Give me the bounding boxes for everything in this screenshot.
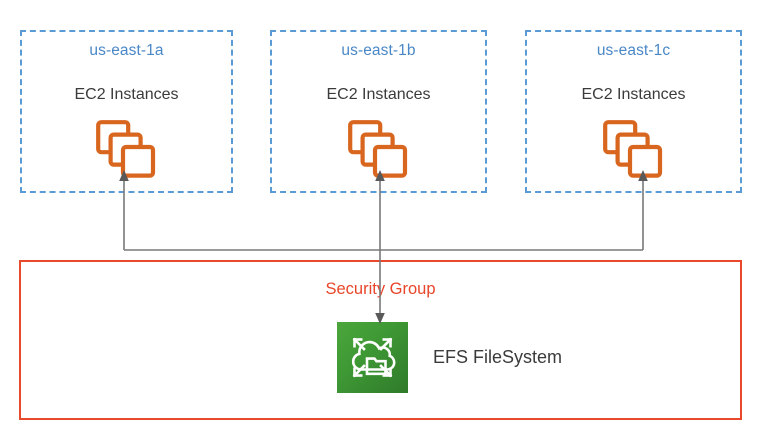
availability-zone-us-east-1a[interactable]: us-east-1a EC2 Instances [20,30,233,193]
availability-zone-us-east-1b[interactable]: us-east-1b EC2 Instances [270,30,487,193]
efs-filesystem-label: EFS FileSystem [433,347,563,367]
az-label: us-east-1a [89,42,164,59]
az-label: us-east-1b [341,42,416,59]
az-label: us-east-1c [596,42,671,59]
ec2-instances-label: EC2 Instances [581,86,686,103]
efs-filesystem-node[interactable]: EFS FileSystem [337,322,562,393]
ec2-instances-icon [602,120,665,178]
efs-filesystem-icon [337,322,408,393]
availability-zone-us-east-1c[interactable]: us-east-1c EC2 Instances [525,30,742,193]
ec2-instances-label: EC2 Instances [74,86,179,103]
ec2-instances-label: EC2 Instances [326,86,431,103]
ec2-instances-icon [95,120,158,178]
security-group-label: Security Group [325,280,436,298]
ec2-instances-icon [347,120,410,178]
